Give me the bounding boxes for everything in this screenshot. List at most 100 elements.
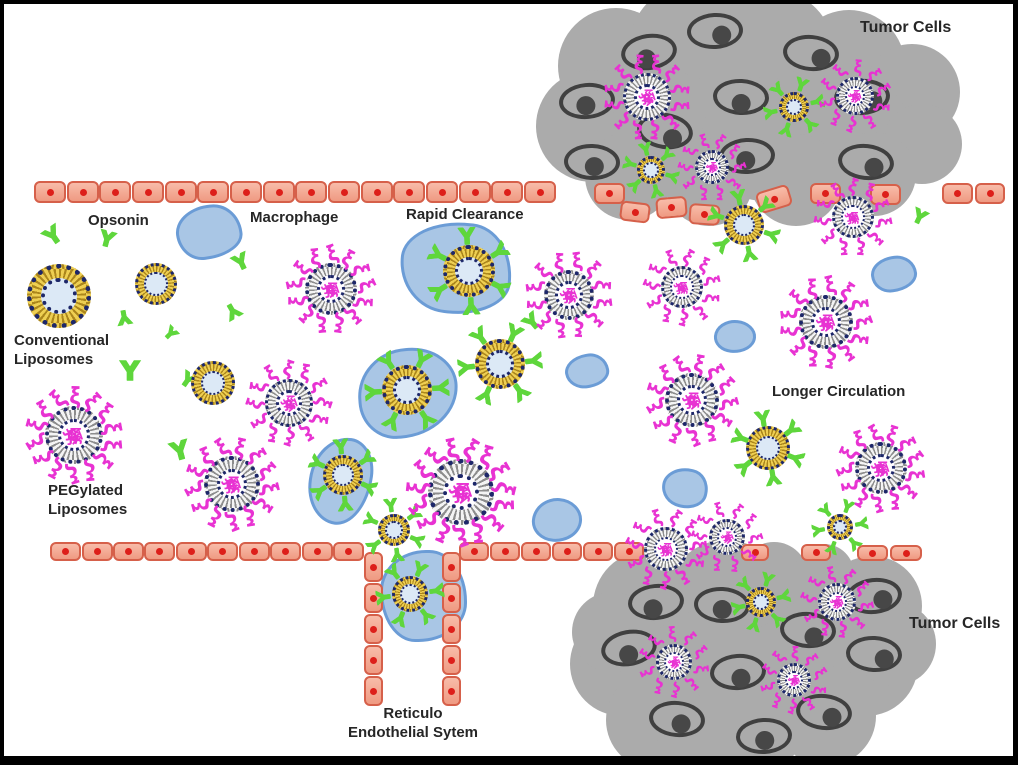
peg-chain: ξ	[850, 425, 868, 453]
peg-chain: ξ	[679, 244, 698, 268]
endothelial-cell	[364, 645, 383, 675]
label-rapid-clearance: Rapid Clearance	[406, 206, 524, 223]
peg-chain: ξ	[776, 325, 803, 338]
drug-payload-scribble: ξξ	[663, 541, 672, 557]
peg-chain: ξ	[813, 198, 836, 209]
opsonin-antibody: Y	[850, 516, 871, 531]
opsonin-antibody: Y	[908, 204, 930, 230]
peg-chain: ξ	[703, 419, 719, 446]
opsonin-antibody: Y	[843, 532, 864, 554]
endothelial-cell	[144, 542, 175, 561]
endothelial-cell	[113, 542, 144, 561]
endothelial-cell	[207, 542, 238, 561]
peg-chain: ξ	[831, 460, 859, 480]
peg-chain: ξ	[650, 506, 665, 530]
endothelial-cell	[524, 181, 556, 203]
peg-chain: ξ	[889, 488, 902, 515]
peg-chain: ξ	[668, 101, 692, 112]
peg-chain: ξ	[893, 433, 921, 453]
peg-chain: ξ	[856, 236, 867, 259]
peg-chain: ξ	[846, 332, 873, 346]
liposome-core	[486, 350, 514, 378]
peg-chain: ξ	[668, 83, 692, 95]
endothelial-cell	[741, 544, 769, 561]
peg-chain: ξ	[590, 279, 615, 291]
peg-chain: ξ	[903, 468, 930, 482]
peg-chain: ξ	[701, 273, 725, 287]
endothelial-cell	[328, 181, 360, 203]
peg-chain: ξ	[83, 458, 96, 485]
peg-chain: ξ	[261, 361, 282, 386]
tumor-cell-nucleus	[873, 648, 894, 669]
opsonin-antibody: Y	[776, 416, 805, 443]
peg-chain: ξ	[873, 215, 896, 228]
endothelial-cell	[176, 542, 207, 561]
peg-chain: ξ	[531, 259, 556, 283]
lipid-bilayer-ring	[45, 406, 103, 464]
label-conventional-liposomes: Conventional Liposomes	[14, 332, 110, 368]
peg-chain: ξ	[306, 375, 331, 396]
peg-chain: ξ	[896, 479, 923, 503]
peg-chain: ξ	[294, 303, 319, 329]
liposome-core	[41, 278, 77, 314]
peg-chain: ξ	[667, 623, 677, 643]
endothelial-cell	[870, 184, 901, 205]
opsonin-antibody: Y	[474, 378, 500, 409]
peg-chain: ξ	[242, 395, 267, 412]
macrophage-blob	[562, 350, 612, 392]
peg-chain: ξ	[817, 227, 840, 248]
drug-payload-scribble: ξξ	[792, 673, 799, 686]
drug-payload-scribble: ξξ	[679, 279, 688, 295]
endothelial-cell	[442, 552, 461, 582]
endothelial-cell	[857, 545, 888, 561]
endothelial-cell	[942, 183, 973, 204]
opsonin-antibody: Y	[404, 529, 428, 549]
peg-chain: ξ	[223, 508, 243, 537]
label-longer-circulation: Longer Circulation	[772, 383, 906, 400]
peg-chain: ξ	[728, 500, 747, 520]
tumor-cell-nucleus	[810, 47, 831, 69]
tumor-cell-nucleus	[584, 156, 604, 176]
peg-chain: ξ	[823, 345, 839, 373]
opsonin-antibody: Y	[462, 291, 480, 318]
peg-chain: ξ	[280, 356, 297, 381]
tumor-cell-nucleus	[730, 93, 751, 113]
opsonin-antibody: Y	[426, 379, 453, 397]
peg-chain: ξ	[297, 420, 317, 445]
endothelial-cell	[295, 181, 327, 203]
peg-chain: ξ	[839, 236, 849, 259]
peg-chain: ξ	[256, 479, 285, 497]
drug-payload-scribble: ξξ	[725, 530, 732, 543]
endothelial-cell	[890, 545, 922, 561]
tumor-cell-nucleus	[821, 706, 842, 728]
drug-payload-scribble: ξξ	[821, 311, 834, 331]
endothelial-cell	[34, 181, 66, 203]
peg-chain: ξ	[247, 411, 272, 431]
opsonin-antibody: Y	[754, 406, 773, 433]
peg-chain: ξ	[98, 438, 126, 452]
peg-chain: ξ	[836, 479, 863, 494]
endothelial-cell	[263, 181, 295, 203]
opsonin-antibody: Y	[500, 319, 526, 350]
opsonin-antibody: Y	[458, 224, 476, 251]
endothelial-cell	[442, 614, 461, 644]
peg-chain: ξ	[342, 304, 367, 330]
